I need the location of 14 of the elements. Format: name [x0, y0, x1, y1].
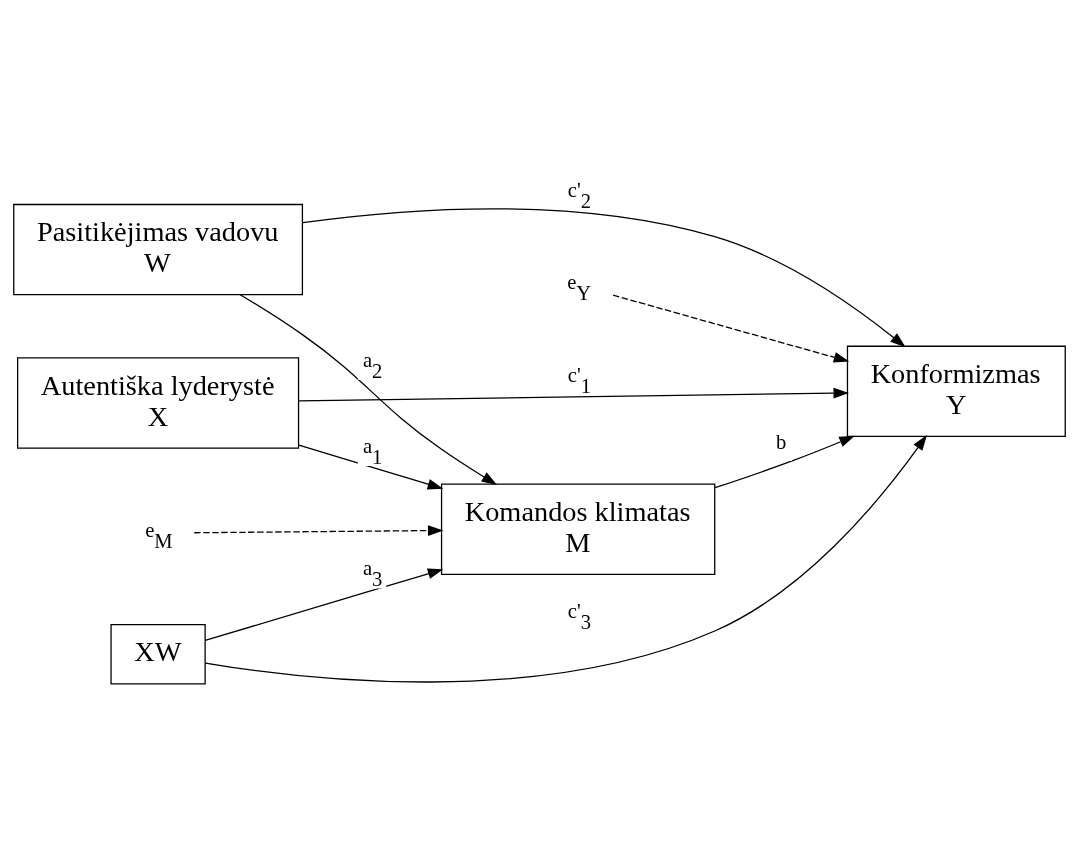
node-box: Komandos klimatas M	[440, 482, 716, 575]
arrow	[298, 444, 444, 489]
edge-label: b	[775, 430, 787, 453]
node-box: XW	[110, 623, 206, 684]
arrow	[239, 293, 498, 485]
arrow	[193, 524, 444, 536]
arrow	[714, 435, 855, 488]
arrow	[302, 207, 906, 347]
arrow	[298, 387, 849, 402]
node-box: Autentiška lyderystė X	[17, 356, 300, 449]
node-box: Konformizmas Y	[846, 345, 1066, 437]
arrow	[204, 567, 444, 641]
arrow	[612, 294, 850, 363]
node-box: Pasitikėjimas vadovu W	[13, 203, 304, 295]
